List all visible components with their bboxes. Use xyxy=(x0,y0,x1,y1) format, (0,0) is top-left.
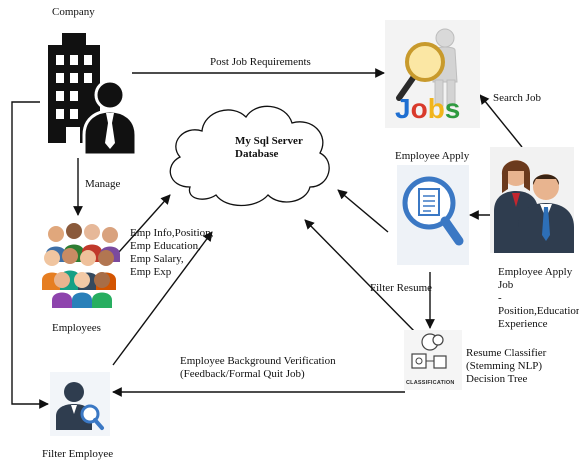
jobs-magnifier-icon: Jobs xyxy=(385,20,480,128)
job-seekers-label-line-2: - Position,Education, xyxy=(498,292,579,317)
arrow-apply-db xyxy=(337,189,389,233)
database-label-line-1: My Sql Server xyxy=(235,135,303,147)
company-building-icon xyxy=(48,33,138,155)
svg-text:Jobs: Jobs xyxy=(395,93,460,124)
job-seekers-label: Employee Apply Job - Position,Education,… xyxy=(498,266,579,331)
filter-employee-icon xyxy=(50,372,110,436)
employees-group-icon xyxy=(42,223,120,308)
emp-info-line-2: Emp Education, xyxy=(130,240,201,252)
job-seekers-icon xyxy=(490,147,574,253)
background-label-line-2: (Feedback/Formal Quit Job) xyxy=(180,368,305,380)
job-seekers-label-line-1: Employee Apply Job xyxy=(498,266,573,291)
arrow-classifier-db xyxy=(304,219,419,336)
emp-info-line-3: Emp Salary, xyxy=(130,253,184,265)
emp-info-label: Emp Info,Position, Emp Education, Emp Sa… xyxy=(130,227,220,279)
classifier-label-line-1: Resume Classifier xyxy=(466,347,547,359)
background-label: Employee Background Verification (Feedba… xyxy=(180,355,360,381)
job-seekers-label-line-3: Experience xyxy=(498,318,548,330)
jobs-letter-b: b xyxy=(428,93,445,124)
manage-label: Manage xyxy=(85,178,121,190)
database-label-line-2: Database xyxy=(235,148,279,160)
filter-employee-label: Filter Employee xyxy=(42,448,114,460)
background-label-line-1: Employee Background Verification xyxy=(180,355,336,367)
database-label: My Sql Server Database xyxy=(235,135,303,161)
arrow-company-filter xyxy=(11,101,49,409)
classifier-label-line-3: Decision Tree xyxy=(466,373,528,385)
emp-info-line-4: Emp Exp xyxy=(130,266,172,278)
arrow-search-job xyxy=(479,94,523,148)
document-search-icon xyxy=(397,165,469,265)
filter-resume-label: Filter Resume xyxy=(370,282,433,294)
database-cloud xyxy=(169,105,330,207)
employees-label: Employees xyxy=(52,322,101,334)
jobs-letter-o: o xyxy=(411,93,428,124)
emp-info-line-1: Emp Info,Position, xyxy=(130,227,214,239)
arrow-filter-db xyxy=(112,231,213,366)
employee-apply-label: Employee Apply xyxy=(395,150,470,162)
jobs-letter-s: s xyxy=(445,93,461,124)
search-job-label: Search Job xyxy=(493,92,541,104)
jobs-letter-j: J xyxy=(395,93,411,124)
classifier-label: Resume Classifier (Stemming NLP) Decisio… xyxy=(466,347,576,386)
classification-caption: CLASSIFICATION xyxy=(406,380,455,386)
classifier-label-line-2: (Stemming NLP) xyxy=(466,360,543,372)
post-job-label: Post Job Requirements xyxy=(210,56,311,68)
classification-icon: CLASSIFICATION xyxy=(404,330,462,390)
arrow-emp-info xyxy=(109,194,171,263)
company-label: Company xyxy=(52,6,95,18)
